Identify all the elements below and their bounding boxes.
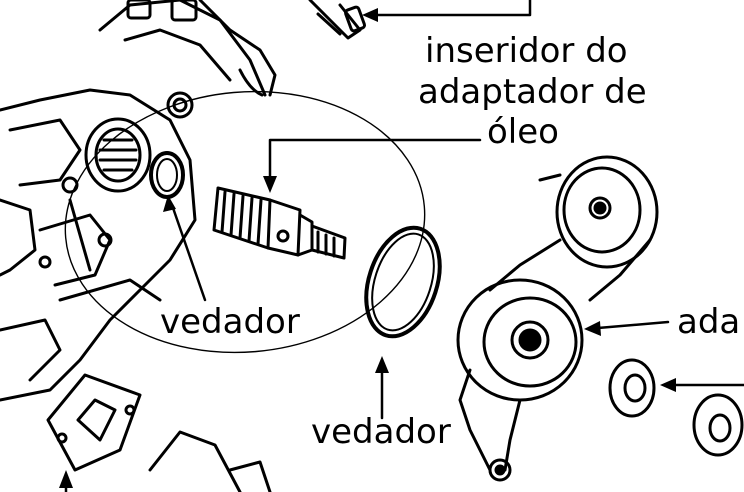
engine-block bbox=[0, 0, 267, 402]
label-inserter-line1: inseridor do bbox=[425, 31, 628, 71]
label-inserter-line3: óleo bbox=[487, 112, 559, 152]
washer bbox=[608, 358, 656, 418]
leader-adapter bbox=[596, 320, 670, 330]
oil-adapter-housing bbox=[456, 155, 659, 482]
leader-small-seal bbox=[170, 203, 207, 302]
top-bracket bbox=[126, 0, 277, 119]
leader-sender bbox=[370, 0, 532, 17]
gasket-plate bbox=[46, 373, 272, 492]
arrow-heads bbox=[59, 8, 676, 488]
arrow-gasket bbox=[59, 470, 73, 488]
label-inserter-line2: adaptador de bbox=[418, 72, 647, 112]
arrow-large-seal bbox=[375, 356, 389, 373]
arrow-washer bbox=[660, 378, 676, 392]
arrow-small-seal bbox=[163, 195, 176, 212]
small-seal-ring bbox=[149, 151, 185, 199]
highlight-ellipse bbox=[64, 90, 426, 354]
label-small-seal: vedador bbox=[160, 302, 300, 342]
adapter-inserter-bolt bbox=[212, 186, 347, 260]
arrow-adapter bbox=[584, 321, 601, 336]
oil-pressure-sender bbox=[308, 0, 366, 40]
leader-inserter bbox=[268, 138, 482, 187]
filter-nipple bbox=[692, 393, 744, 457]
arrow-inserter bbox=[263, 176, 277, 193]
large-seal-ring bbox=[364, 225, 442, 339]
label-adapter-partial: ada bbox=[677, 302, 741, 342]
leader-lines bbox=[64, 0, 744, 492]
arrow-sender bbox=[362, 8, 378, 22]
label-large-seal: vedador bbox=[311, 412, 451, 452]
